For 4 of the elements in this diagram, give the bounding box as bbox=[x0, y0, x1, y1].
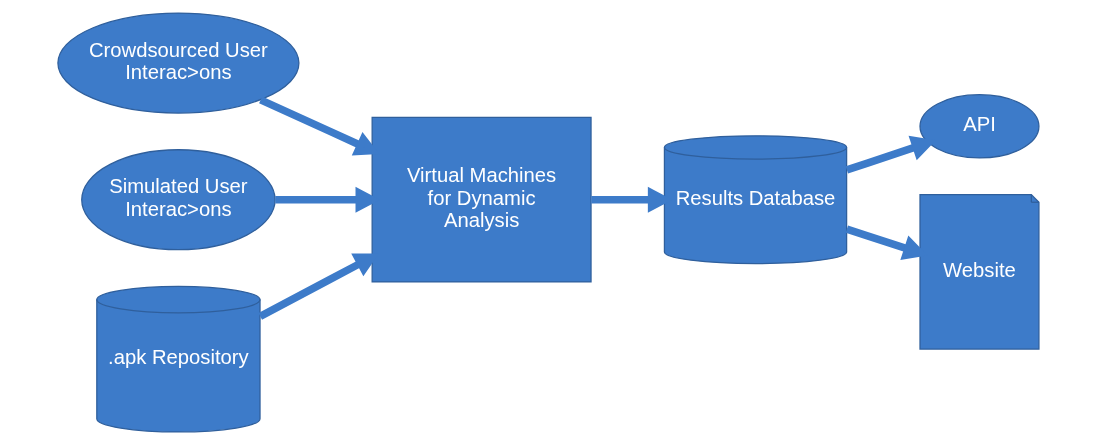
node-ellipse: Crowdsourced User Interac>ons bbox=[57, 12, 300, 114]
node-ellipse: Simulated User Interac>ons bbox=[81, 149, 276, 251]
node-ellipse: API bbox=[919, 94, 1040, 159]
node-box: Virtual Machines for Dynamic Analysis bbox=[371, 116, 592, 283]
